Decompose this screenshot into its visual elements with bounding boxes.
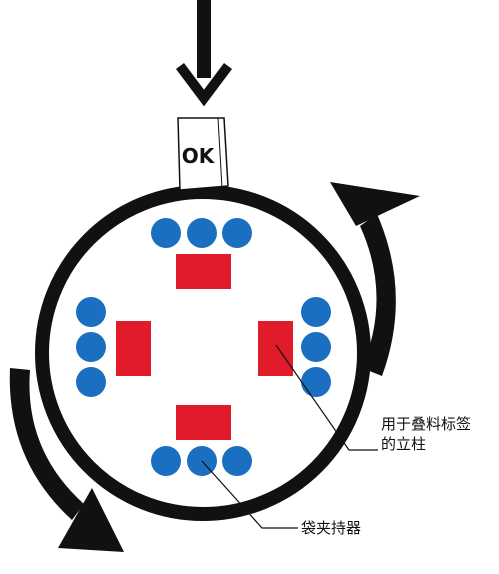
pillar-bottom — [176, 405, 231, 440]
clamp-dot — [151, 218, 181, 248]
rotate-arrow-icon — [9, 368, 124, 552]
clamp-group-top — [151, 218, 252, 248]
pillar-right — [258, 321, 293, 376]
rotate-arrow-icon — [330, 182, 420, 376]
rotary-ring — [35, 185, 371, 521]
clamp-dot — [76, 332, 106, 362]
clamp-dot — [76, 297, 106, 327]
clamp-dot — [301, 297, 331, 327]
pillar-leader-line — [275, 344, 378, 451]
pillar-top — [176, 254, 231, 289]
clamp-leader-line — [201, 460, 298, 529]
clamp-dot — [151, 446, 181, 476]
clamp-dot — [301, 332, 331, 362]
pillar-left — [116, 321, 151, 376]
pillar-label: 用于叠料标签 的立柱 — [381, 414, 471, 454]
clamp-dot — [222, 446, 252, 476]
clamp-dot — [222, 218, 252, 248]
ok-label: OK — [182, 144, 216, 168]
clamp-label: 袋夹持器 — [301, 519, 362, 537]
clamp-group-right — [301, 297, 331, 397]
clamp-group-bottom — [151, 446, 252, 476]
down-arrow-icon — [176, 0, 232, 107]
clamp-dot — [301, 367, 331, 397]
clamp-dot — [76, 367, 106, 397]
pillar-label-line2: 的立柱 — [381, 435, 427, 453]
clamp-dot — [187, 218, 217, 248]
clamp-group-left — [76, 297, 106, 397]
ok-card: OK — [177, 117, 229, 191]
pillar-label-line1: 用于叠料标签 — [381, 415, 472, 433]
